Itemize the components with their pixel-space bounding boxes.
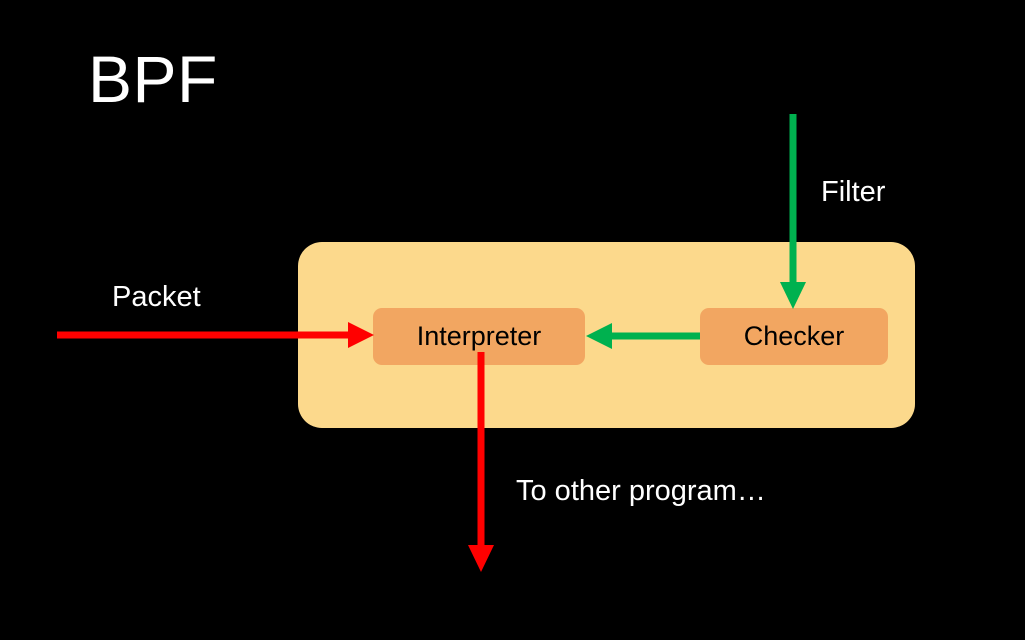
label-filter: Filter <box>821 176 886 208</box>
node-checker-label: Checker <box>743 321 845 351</box>
node-interpreter-label: Interpreter <box>416 321 542 351</box>
arrow-interpreter-out-head <box>468 545 494 572</box>
label-to-other-program: To other program… <box>516 475 766 507</box>
node-checker[interactable]: Checker <box>700 308 888 365</box>
node-interpreter[interactable]: Interpreter <box>373 308 585 365</box>
label-packet: Packet <box>112 281 201 313</box>
page-title: BPF <box>88 42 218 116</box>
